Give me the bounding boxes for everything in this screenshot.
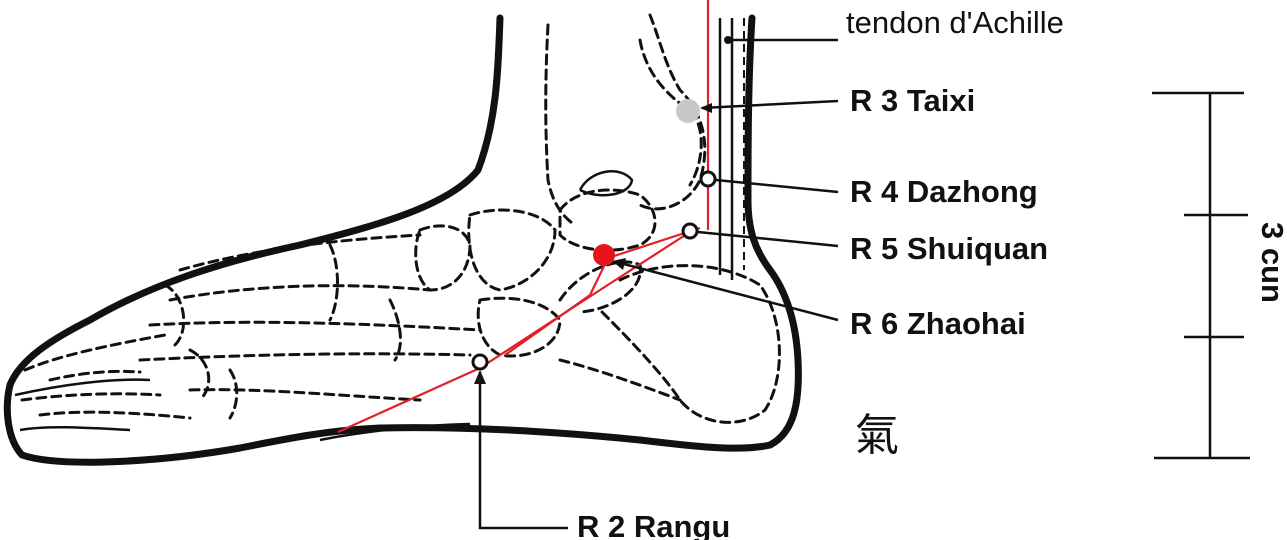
joint-bone <box>228 368 239 420</box>
kidney-meridian <box>337 0 710 434</box>
arch-fold-outline <box>319 422 471 442</box>
r2-point-marker <box>471 353 489 371</box>
tibia-bone <box>544 23 577 227</box>
leader-lines <box>474 36 839 530</box>
r3-arrowhead <box>700 103 712 113</box>
qi-glyph: 氣 <box>855 410 899 461</box>
achilles-tendon <box>718 18 745 280</box>
metatarsal-bone <box>168 284 432 302</box>
r6-arrowhead <box>612 258 626 270</box>
cun-scale: 3 cun <box>1152 91 1287 460</box>
joint-bone <box>558 358 682 402</box>
foot-bones <box>20 13 781 424</box>
toe-crease-outline <box>14 378 151 397</box>
foot-outline <box>3 14 802 466</box>
metatarsal-head-bone <box>163 283 186 347</box>
joint-bone <box>388 298 402 362</box>
r2-label: R 2 Rangu <box>577 509 730 540</box>
calcaneus-bone <box>598 264 781 424</box>
r6-point-marker <box>593 244 615 266</box>
r6-label: R 6 Zhaohai <box>850 306 1026 341</box>
joint-bone <box>328 243 339 322</box>
metatarsal-bone <box>138 352 472 362</box>
scale-label: 3 cun <box>1255 222 1287 303</box>
r5-leader <box>697 230 839 248</box>
r2-arrowhead <box>474 370 486 384</box>
r4-leader <box>715 178 839 194</box>
heel-outline <box>744 14 802 449</box>
r5-label: R 5 Shuiquan <box>850 231 1048 266</box>
r2-leader <box>478 372 568 530</box>
toe-crease-outline <box>19 426 131 432</box>
sustentaculum-bone <box>558 260 642 314</box>
metatarsal-head-bone <box>188 348 211 402</box>
r6-leader <box>615 260 839 322</box>
metatarsal-bone <box>148 320 482 332</box>
tendon-leader-dot <box>724 36 732 44</box>
tendon-label: tendon d'Achille <box>846 5 1064 40</box>
meridian-line <box>504 226 701 356</box>
acupoints <box>471 99 717 371</box>
phalanx-bone <box>23 333 167 372</box>
phalanx-bone <box>20 392 162 402</box>
r3-leader <box>701 99 839 110</box>
r3-label: R 3 Taixi <box>850 83 975 118</box>
metatarsal-bone <box>178 233 422 272</box>
talus-bone <box>558 188 657 252</box>
phalanx-bone <box>38 410 192 420</box>
meridian-line <box>337 231 691 434</box>
point-labels: tendon d'Achille R 3 Taixi R 4 Dazhong R… <box>577 5 1064 540</box>
r4-label: R 4 Dazhong <box>850 174 1038 209</box>
navicular-bone <box>467 208 557 292</box>
r3-point-marker <box>676 99 700 123</box>
shin-and-dorsum-outline <box>6 14 504 389</box>
cuneiform-bone <box>414 224 472 292</box>
phalanx-bone <box>48 369 142 382</box>
talus-dome-outline <box>578 170 634 197</box>
cuboid-bone <box>476 296 562 358</box>
r4-point-marker <box>699 170 717 188</box>
r5-point-marker <box>681 222 699 240</box>
sole-outline <box>3 381 774 466</box>
medial-malleolus-bone <box>638 13 707 211</box>
metatarsal-bone <box>188 388 422 402</box>
